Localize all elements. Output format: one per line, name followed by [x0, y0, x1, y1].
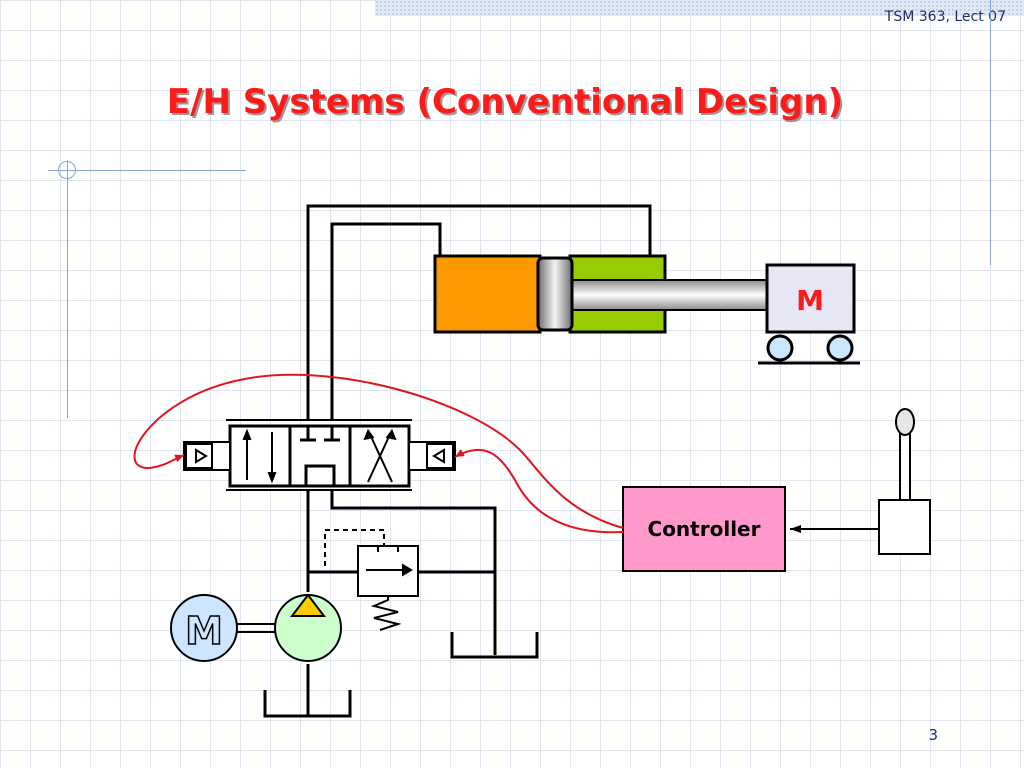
- cylinder-piston: [536, 256, 574, 332]
- decor-ring: [58, 161, 76, 179]
- decor-line-left: [67, 160, 68, 418]
- hydraulic-lines: [306, 204, 652, 716]
- decor-line-horizontal: [48, 170, 246, 171]
- directional-valve: [183, 419, 456, 491]
- joystick-icon: [790, 408, 931, 555]
- pump: [274, 593, 342, 662]
- motor-label: M: [185, 609, 223, 653]
- cylinder-cap-end: [433, 254, 542, 334]
- relief-valve: [324, 529, 419, 631]
- load-mass-label: M: [796, 284, 824, 317]
- load-mass-box: [765, 263, 856, 334]
- top-decorative-band: [375, 0, 1024, 16]
- course-code: TSM 363, Lect 07: [884, 9, 1006, 25]
- electric-motor: M: [170, 594, 275, 662]
- cylinder-rod: [569, 279, 771, 311]
- controller: Controller: [622, 486, 786, 572]
- hydraulic-cylinder: [433, 254, 771, 334]
- controller-label: Controller: [648, 517, 761, 541]
- signal-wires: [133, 373, 624, 534]
- load-cart: M: [758, 263, 860, 365]
- tank-return: [450, 632, 539, 659]
- slide-title: E/H Systems (Conventional Design): [166, 82, 844, 122]
- cart-wheel-left: [766, 334, 794, 362]
- page-number: 3: [928, 726, 938, 744]
- cart-wheel-right: [826, 334, 854, 362]
- tanks: [263, 632, 539, 718]
- tank-pump: [263, 690, 352, 718]
- decor-line-right: [990, 0, 991, 265]
